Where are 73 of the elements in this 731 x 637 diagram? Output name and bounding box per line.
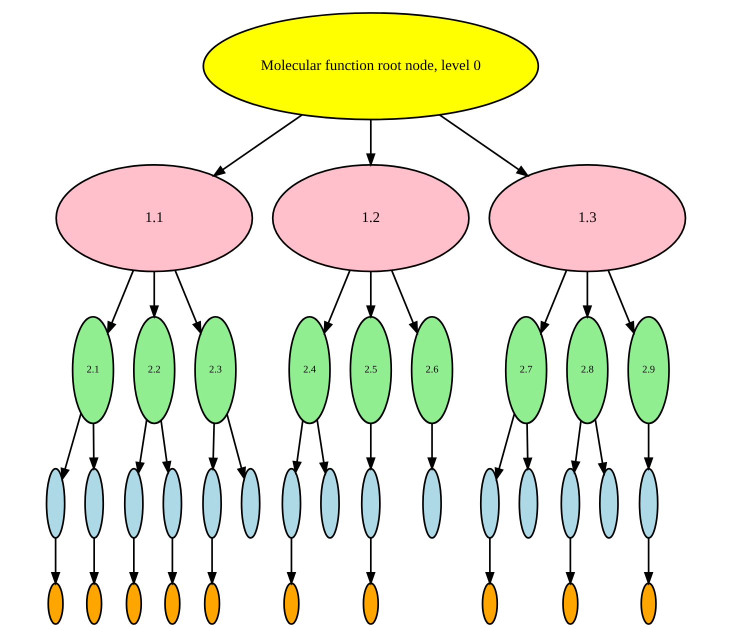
node-ellipse: [202, 468, 222, 539]
node-ellipse: [123, 468, 144, 539]
node-ellipse: [320, 468, 340, 539]
arrow: [88, 538, 98, 586]
node-ellipse: 1.2: [271, 164, 470, 272]
node-ellipse: Molecular function root node, level 0: [202, 12, 539, 120]
node-ellipse: 2.7: [504, 316, 547, 424]
arrow: [426, 424, 436, 472]
node-ellipse: [282, 582, 300, 625]
arrow: [565, 538, 575, 586]
node-ellipse: [84, 468, 104, 539]
node-ellipse: [164, 582, 180, 625]
arrow: [366, 424, 376, 472]
node-ellipse: [518, 468, 538, 539]
node-ellipse: [560, 468, 580, 539]
arrow: [160, 420, 171, 475]
arrow: [286, 538, 296, 586]
node-ellipse: [240, 468, 260, 539]
node-ellipse: [360, 468, 380, 539]
arrow: [582, 272, 592, 319]
node-ellipse: 2.3: [194, 316, 236, 424]
node-ellipse: [640, 582, 656, 625]
node-ellipse: 2.8: [566, 316, 608, 424]
arrow: [643, 424, 653, 472]
node-ellipse: [125, 582, 142, 625]
node-ellipse: [422, 468, 442, 539]
arrow: [390, 270, 418, 336]
arrow: [206, 538, 216, 586]
node-ellipse: [46, 582, 64, 625]
arrow: [208, 423, 218, 472]
arrow: [607, 270, 634, 336]
arrow: [134, 419, 148, 476]
node-ellipse: [562, 582, 578, 625]
arrow: [106, 270, 134, 336]
arrow: [494, 414, 515, 482]
arrow: [292, 420, 304, 475]
node-ellipse: [45, 468, 66, 539]
arrow: [366, 120, 376, 168]
arrow: [366, 538, 376, 586]
arrow: [322, 270, 350, 336]
arrow: [316, 419, 328, 476]
arrow: [643, 538, 653, 586]
node-ellipse: 2.5: [349, 316, 392, 424]
node-ellipse: 2.2: [132, 316, 175, 424]
arrow: [88, 424, 98, 472]
arrow: [128, 538, 138, 586]
node-ellipse: [203, 582, 220, 625]
arrow: [226, 414, 246, 481]
node-ellipse: [481, 582, 498, 625]
arrow: [148, 272, 159, 319]
arrow: [60, 413, 82, 482]
arrow: [438, 114, 530, 178]
node-ellipse: [362, 582, 379, 625]
arrow: [540, 270, 567, 336]
node-ellipse: [479, 468, 500, 539]
arrow: [50, 538, 60, 586]
arrow: [570, 420, 582, 475]
node-ellipse: 2.6: [410, 316, 453, 424]
node-ellipse: [598, 468, 618, 539]
node-ellipse: 2.9: [626, 316, 670, 424]
node-ellipse: 2.4: [288, 316, 330, 424]
arrow: [366, 272, 376, 319]
node-ellipse: [85, 582, 102, 625]
node-ellipse: 2.1: [71, 316, 114, 424]
arrow: [522, 423, 532, 472]
arrow: [594, 419, 607, 476]
arrow: [212, 114, 302, 178]
arrow: [484, 538, 494, 586]
node-ellipse: [162, 468, 182, 539]
arrow: [174, 270, 202, 336]
node-ellipse: [281, 468, 301, 539]
arrow: [167, 538, 177, 586]
node-ellipse: [638, 468, 658, 539]
